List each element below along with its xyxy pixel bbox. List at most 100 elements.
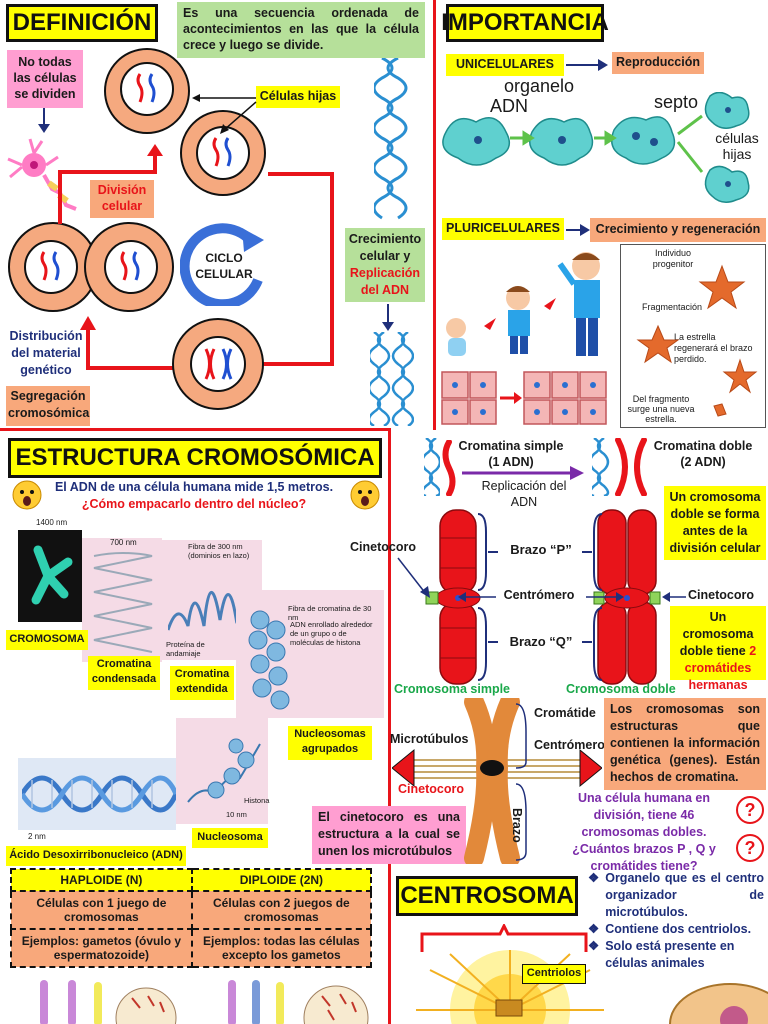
centromero-arrows [458, 592, 624, 602]
pluricelulares-label: PLURICELULARES [442, 218, 564, 240]
nucleosoma-label: Nucleosoma [192, 828, 268, 848]
cromosoma-doble-label: Cromosoma doble [566, 682, 676, 696]
right-arrow-icon [566, 224, 590, 236]
no-todas-label: No todas las células se dividen [7, 50, 83, 108]
cycle-arrows [58, 144, 334, 370]
left-arrow-icon [662, 592, 686, 602]
question-icon: ? [736, 796, 764, 824]
nucleus [190, 336, 246, 392]
reproduccion-label: Reproducción [612, 52, 704, 74]
microtubulos-label: Microtúbulos [390, 732, 469, 746]
starfish-icon [636, 264, 758, 417]
histona-label: Histona [244, 796, 270, 805]
adn-full-label: Ácido Desoxirribonucleico (ADN) [6, 846, 186, 866]
cromatina-doble-label: Cromatina doble (2 ADN) [653, 439, 753, 469]
scale-2-label: 2 nm [28, 832, 46, 841]
ciclo-celular-arrow-icon [180, 223, 264, 306]
haploide-header: HAPLOIDE (N) [10, 868, 193, 892]
nucleosomas-agrupados-label: Nucleosomas agrupados [288, 726, 372, 760]
tiene-2-text: Un cromosoma doble tiene [679, 610, 754, 658]
scale-1400-label: 1400 nm [36, 518, 68, 527]
crecimiento-text: Crecimiento celular y [348, 232, 422, 263]
cromatina-condensada-label: Cromatina condensada [88, 656, 160, 690]
question-line1: El ADN de una célula humana mide 1,5 met… [54, 480, 334, 494]
centrosome-icon [416, 950, 604, 1024]
vertical-divider-bottom [388, 428, 391, 1024]
cromosoma-label: CROMOSOMA [6, 630, 88, 650]
nucleus [104, 240, 158, 294]
cinetocoro-left-label: Cinetocoro [350, 540, 416, 554]
centrosoma-bracket [420, 924, 588, 952]
cromatide-label: Cromátide [534, 706, 596, 720]
question-line2: ¿Cómo empacarlo dentro del núcleo? [81, 497, 307, 511]
unicelulares-label: UNICELULARES [446, 54, 564, 76]
nucleus [24, 240, 78, 294]
condensed-chromatin-icon [93, 552, 153, 653]
dividing-cell-right [84, 222, 174, 312]
replicated-dna-icon [370, 332, 414, 426]
human-growth-icon [446, 252, 600, 356]
brazo-q-label: Brazo “Q” [509, 634, 573, 649]
dna-double-icon [592, 438, 610, 496]
division-celular-label: División celular [90, 180, 154, 218]
replicacion-adn-label: Replicación del ADN [481, 479, 567, 509]
centromero2-label: Centrómero [534, 738, 605, 752]
ciclo-celular-label: CICLO CELULAR [195, 251, 253, 281]
arm-brackets [477, 513, 603, 681]
double-chromatin-icon [615, 438, 647, 496]
diamond-bullet-icon: ❖ [588, 922, 600, 936]
surprised-emoji-icon [350, 480, 380, 510]
septo-label: septo [654, 92, 699, 112]
adn-panel [18, 758, 176, 830]
chromatin-icon [40, 251, 60, 281]
animal-cell-icon [669, 983, 768, 1024]
diploide-header: DIPLOIDE (2N) [190, 868, 373, 892]
haploide-def: Células con 1 juego de cromosomas [10, 890, 193, 930]
adn-enrollado-label: ADN enrollado alrededor de un grupo o de… [290, 620, 373, 647]
centrosoma-bullets: ❖ Organelo que es el centro organizador d… [588, 870, 764, 972]
importancia-title: IMPORTANCIA [441, 4, 609, 42]
crecimiento-regeneracion-label: Crecimiento y regeneración [590, 218, 766, 242]
cinetocoro-right-label: Cinetocoro [688, 588, 754, 602]
bullet-2-text: Contiene dos centriolos. [605, 922, 752, 936]
cromatina-extendida-label: Cromatina extendida [170, 666, 234, 700]
diploide-def: Células con 2 juegos de cromosomas [190, 890, 373, 930]
pregunta-label: Una célula humana en división, tiene 46 … [572, 791, 716, 873]
nucleus [120, 62, 174, 116]
diploide-ejemplos: Ejemplos: todas las células excepto los … [190, 928, 373, 968]
x-chromosome-icon [204, 348, 233, 380]
celulas-hijas-label: células hijas [715, 130, 759, 162]
cromatina-condensada-panel [82, 538, 162, 662]
scale-10-label: 10 nm [226, 810, 247, 819]
brazo-p-label: Brazo “P” [510, 542, 572, 557]
bullet-2: ❖ Contiene dos centriolos. [588, 921, 764, 938]
distribucion-label: Distribución del material genético [9, 329, 83, 377]
individuo-label: Individuo progenitor [652, 248, 694, 269]
karyotype-icon [40, 980, 369, 1024]
cromatide-brackets [515, 703, 527, 861]
diamond-bullet-icon: ❖ [588, 939, 600, 953]
fragmentacion-label: Fragmentación [642, 302, 703, 312]
chromatin-icon [136, 73, 156, 103]
cromatina-simple-label: Cromatina simple (1 ADN) [458, 439, 564, 469]
surprised-emoji-icon [12, 480, 42, 510]
proteina-label: Proteína de andamiaje [166, 640, 205, 658]
cromatides-num: 2 [749, 644, 757, 658]
mitotic-chromosome-icon [392, 698, 602, 864]
nucleosome-icon [187, 738, 261, 803]
ploidia-table: HAPLOIDE (N) DIPLOIDE (2N) Células con 1… [10, 868, 373, 968]
pointer-arrows [192, 94, 257, 134]
vertical-divider-top [433, 0, 436, 430]
nucleosoma-panel [176, 718, 268, 824]
amoeba-division-icon [442, 92, 750, 203]
bullet-1: ❖Organelo que es el centro organizador d… [588, 870, 764, 921]
dna-strand-icon [374, 58, 408, 220]
bullet-1-text: Organelo que es el centro organizador de… [605, 871, 764, 919]
double-chromosome-icon [593, 509, 661, 685]
estrella-regenera-label: La estrella regenerará el brazo perdido. [674, 332, 753, 364]
centriolos-label: Centriolos [522, 964, 586, 984]
question-icon: ? [736, 834, 764, 862]
replicacion-text: Replicación del ADN [349, 266, 421, 297]
celulas-hijas-label: Células hijas [256, 86, 340, 108]
bullet-3-text: Solo está presente en células animales [605, 939, 735, 970]
